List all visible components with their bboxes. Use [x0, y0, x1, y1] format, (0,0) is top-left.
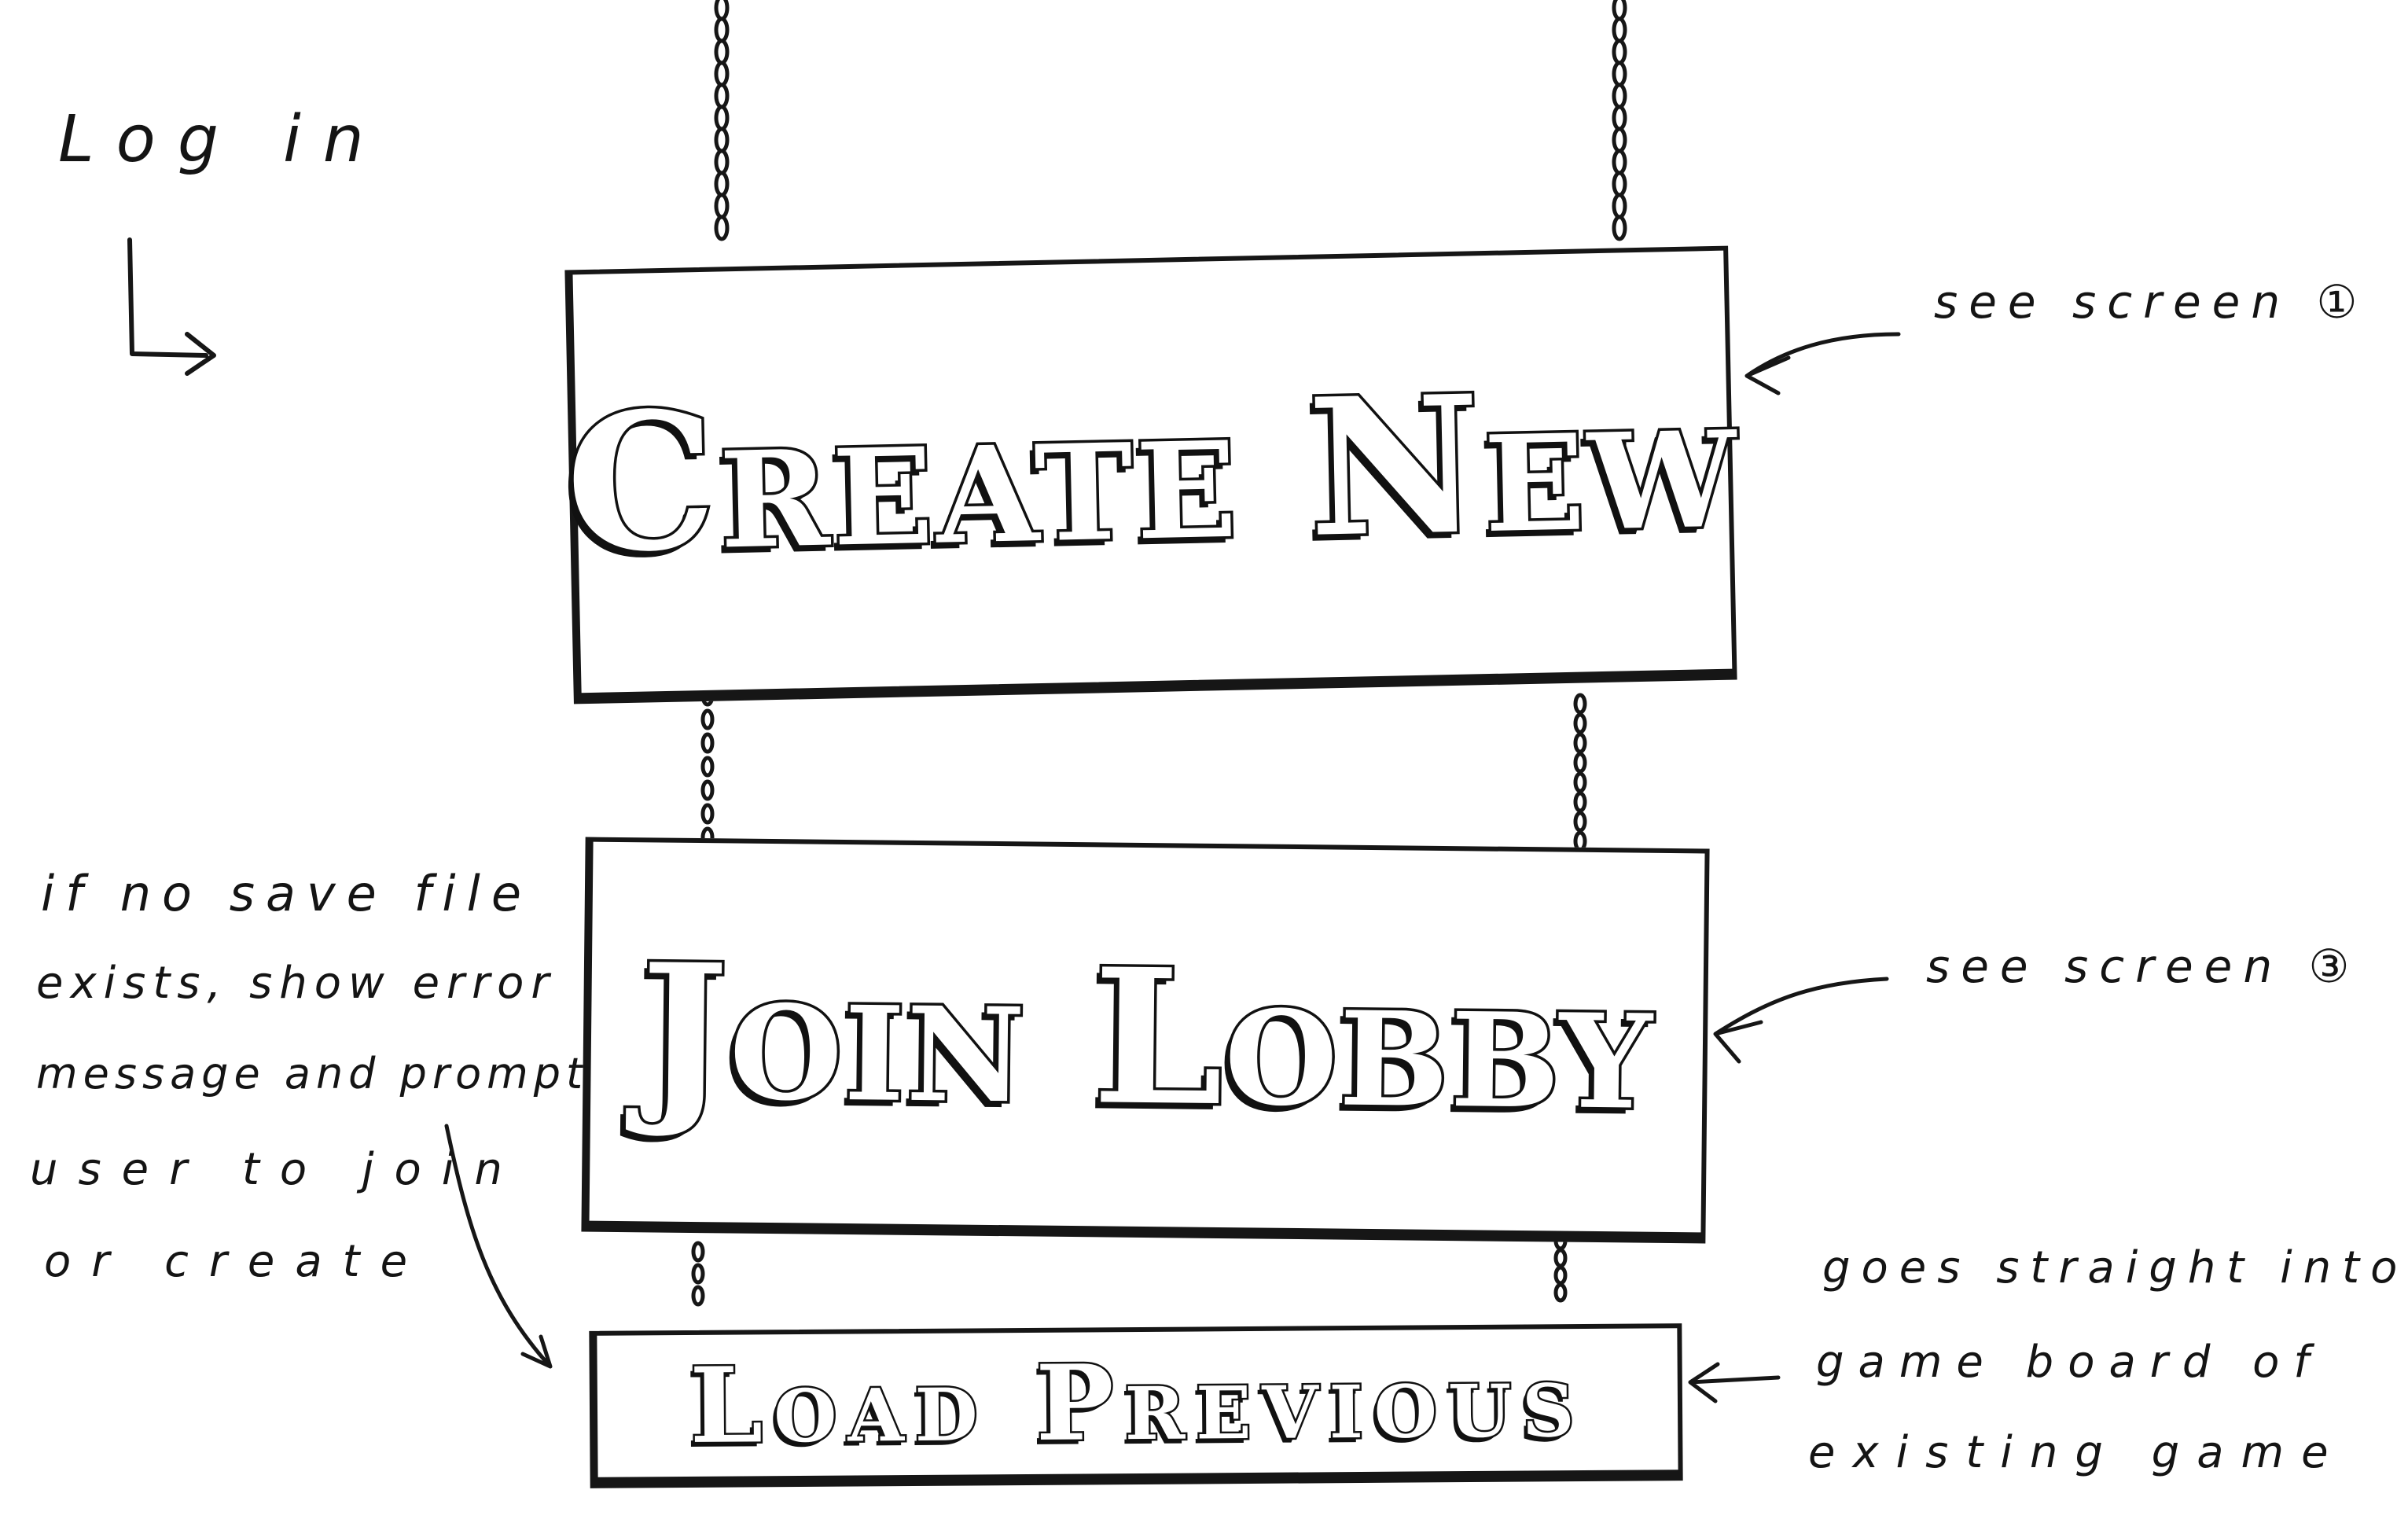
load-previous-note-line-1: goes straight into — [1822, 1242, 2408, 1293]
load-previous-label: Load Previous — [687, 1337, 1587, 1469]
middle-right-chain — [1573, 693, 1587, 852]
login-note: Log in — [58, 102, 386, 177]
join-lobby-screen-ref: see screen ③ — [1926, 940, 2361, 993]
no-save-note-line-2: exists, show error — [36, 958, 557, 1009]
lower-left-chain — [691, 1241, 705, 1307]
load-previous-note-line-3: existing game — [1808, 1427, 2346, 1478]
top-left-chain — [714, 0, 730, 241]
no-save-arrow — [444, 1124, 553, 1369]
create-new-arrow — [1744, 332, 1901, 395]
create-new-label: Create New — [561, 346, 1744, 598]
join-lobby-arrow — [1713, 977, 1889, 1064]
no-save-note-line-5: or create — [44, 1236, 428, 1287]
load-previous-note-line-2: game board of — [1816, 1337, 2324, 1388]
top-right-chain — [1612, 0, 1627, 241]
load-previous-button[interactable]: Load Previous — [589, 1323, 1683, 1488]
login-down-right-arrow — [127, 237, 216, 376]
lower-right-chain — [1553, 1231, 1568, 1303]
middle-left-chain — [700, 685, 715, 848]
join-lobby-button[interactable]: Join Lobby — [581, 837, 1710, 1244]
no-save-note-line-1: if no save file — [41, 865, 532, 922]
load-previous-arrow — [1688, 1362, 1781, 1403]
no-save-note-line-3: message and prompt — [36, 1049, 589, 1098]
create-new-button[interactable]: Create New — [561, 245, 1744, 704]
no-save-note-line-4: user to join — [30, 1144, 523, 1195]
join-lobby-label: Join Lobby — [637, 920, 1658, 1154]
create-new-screen-ref: see screen ① — [1934, 275, 2369, 329]
